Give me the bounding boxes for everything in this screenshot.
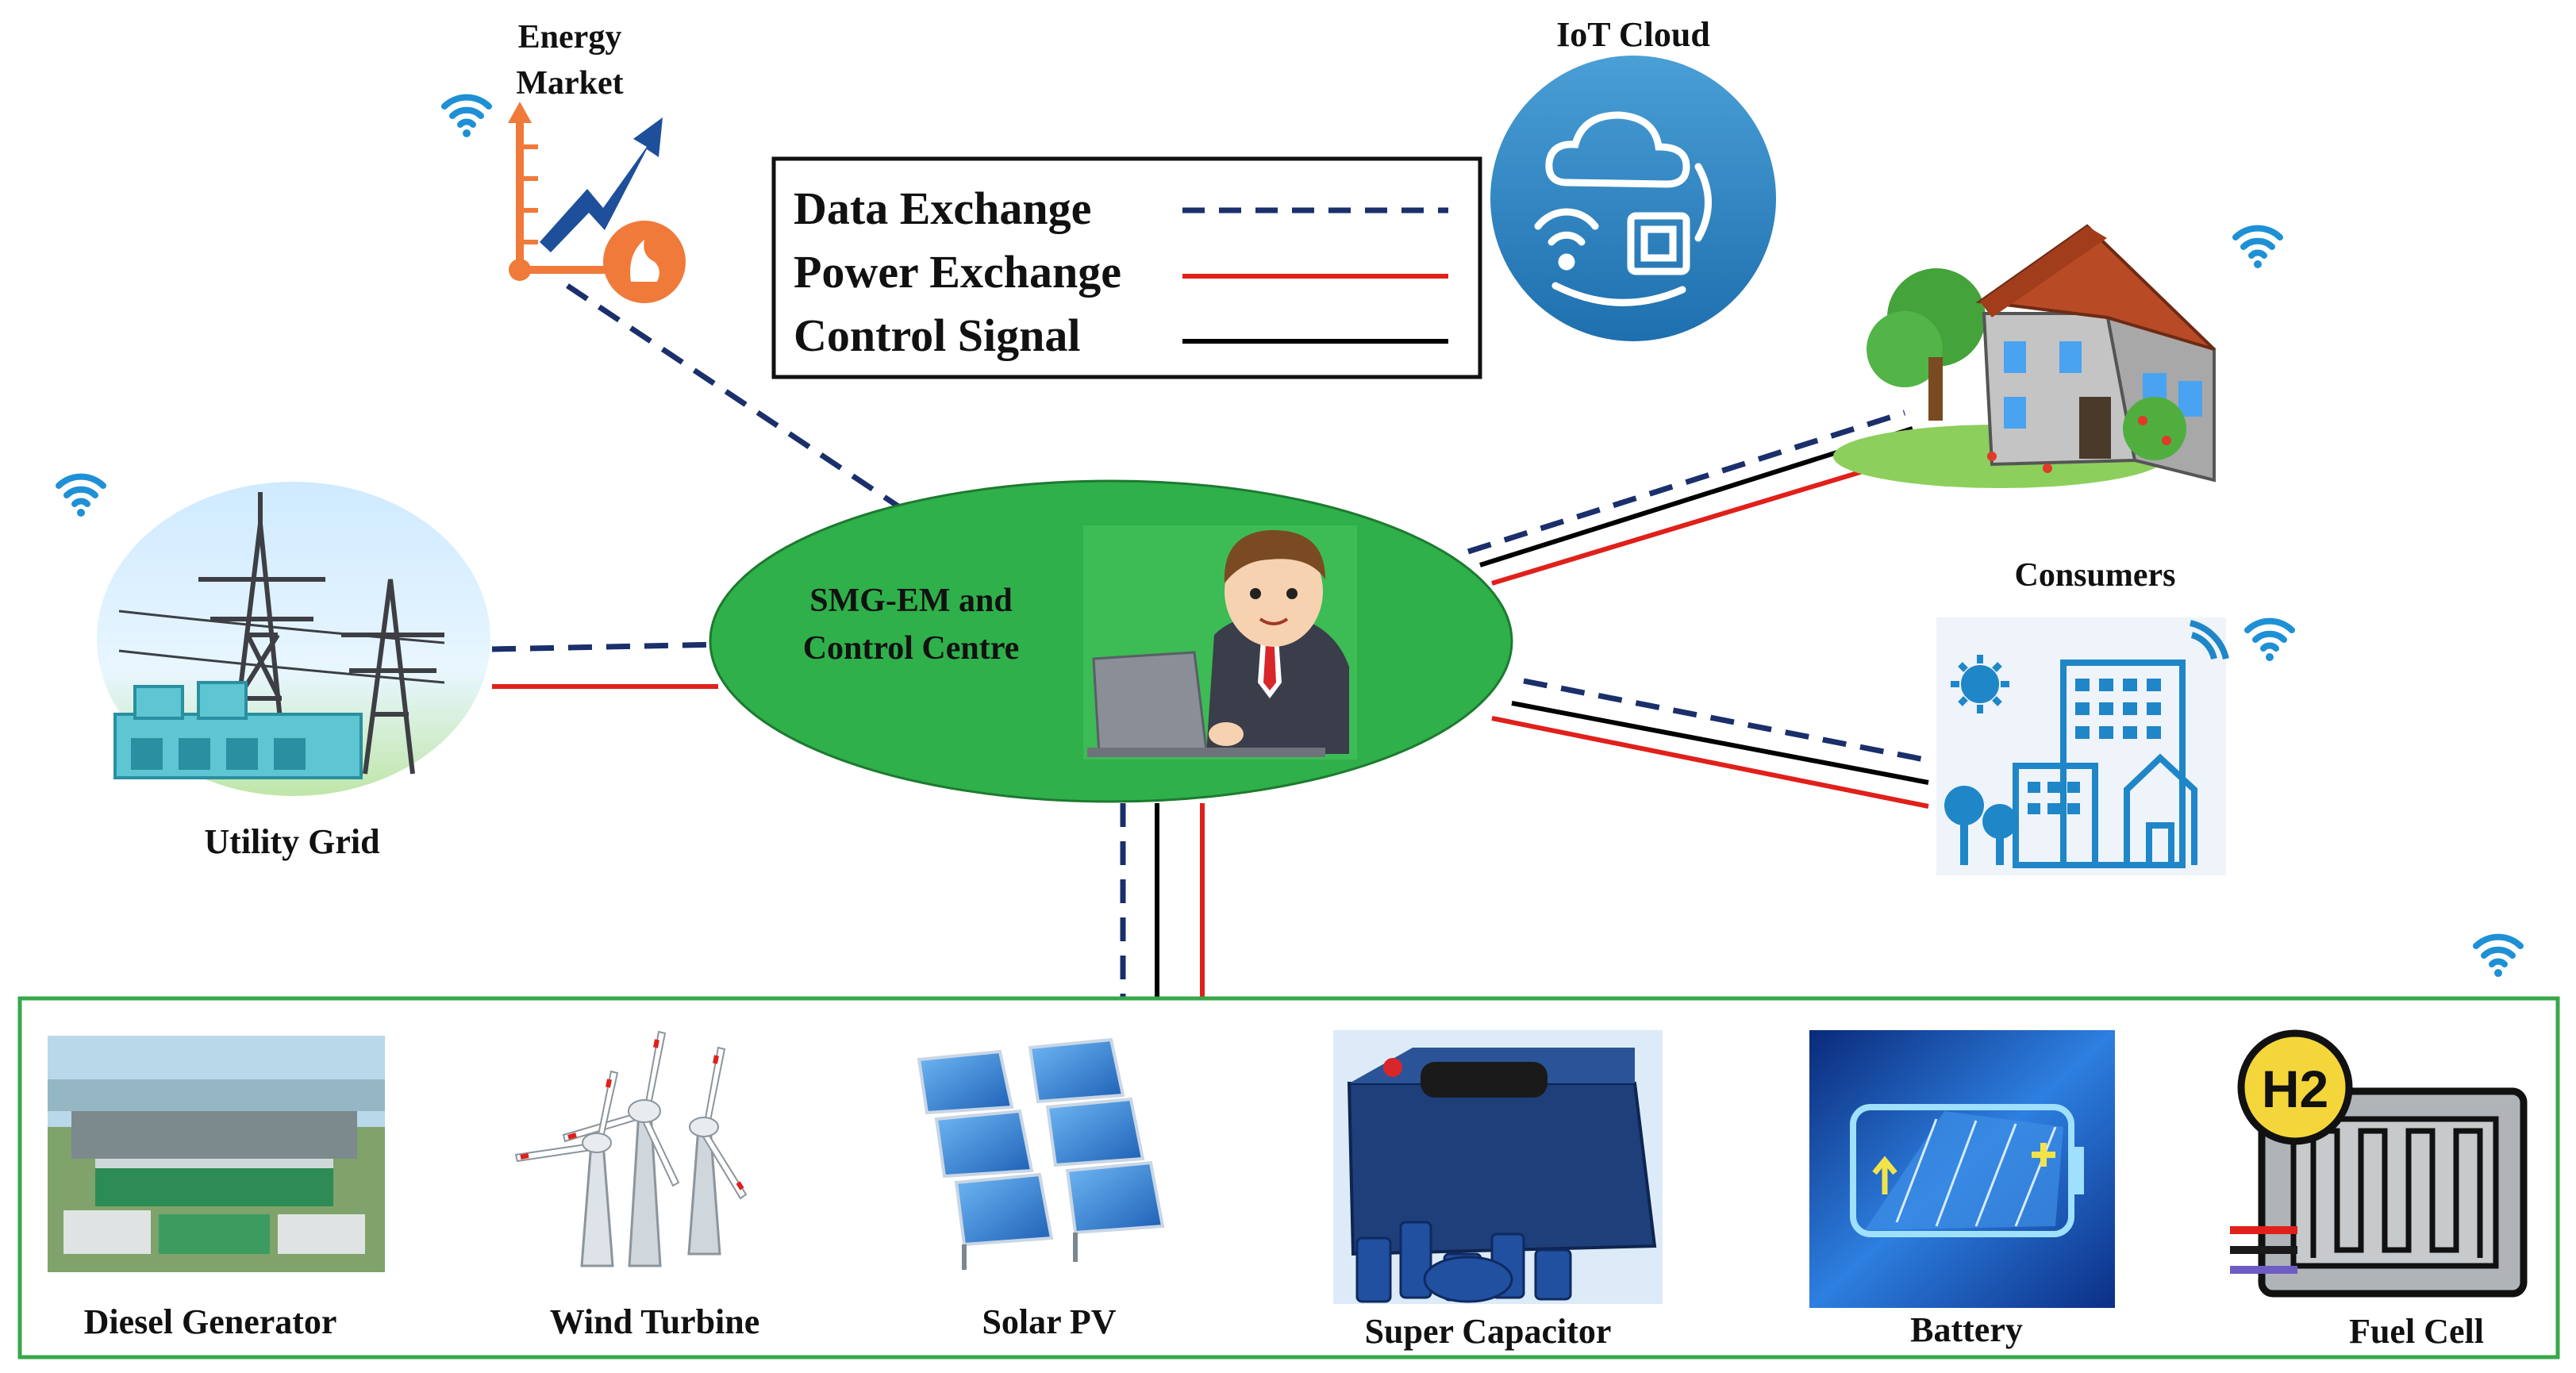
utility-grid-wifi-icon bbox=[59, 477, 103, 517]
iot-cloud-icon bbox=[1534, 111, 1712, 306]
utility-grid-data-link bbox=[491, 641, 719, 652]
building-control-link bbox=[1511, 701, 1929, 785]
energy-market-label-line2: Market bbox=[516, 65, 623, 102]
iot-cloud-label: IoT Cloud bbox=[1556, 15, 1710, 54]
house-icon bbox=[1833, 224, 2216, 488]
control-centre-label-line1: SMG-EM and bbox=[809, 583, 1013, 619]
building-power-link bbox=[1491, 716, 1929, 809]
solar-pv-icon bbox=[917, 1037, 1165, 1270]
fuel-cell-h2-badge: H2 bbox=[2262, 1060, 2328, 1118]
fuel-cell-label: Fuel Cell bbox=[2349, 1312, 2484, 1351]
building-wifi-icon bbox=[2247, 621, 2292, 661]
battery-icon bbox=[1809, 1030, 2115, 1308]
super-capacitor-item[interactable]: Super Capacitor bbox=[1333, 1030, 1663, 1351]
operator-icon bbox=[1083, 525, 1357, 760]
energy-market-wifi-icon bbox=[444, 98, 489, 137]
fuel-cell-icon: H2 bbox=[2230, 1029, 2528, 1298]
utility-grid-node[interactable]: Utility Grid bbox=[59, 477, 490, 861]
transmission-tower-icon bbox=[118, 492, 445, 775]
legend: Data Exchange Power Exchange Control Sig… bbox=[771, 156, 1482, 379]
energy-market-data-link bbox=[566, 283, 902, 510]
diesel-generator-label: Diesel Generator bbox=[84, 1302, 337, 1341]
diesel-generator-item[interactable]: Diesel Generator bbox=[48, 1036, 385, 1341]
energy-market-label-line1: Energy bbox=[518, 19, 622, 56]
super-capacitor-icon bbox=[1333, 1030, 1663, 1304]
building-data-link bbox=[1523, 678, 1929, 763]
utility-grid-label: Utility Grid bbox=[204, 822, 379, 861]
legend-label-data: Data Exchange bbox=[794, 183, 1091, 234]
wind-turbine-icon bbox=[514, 1030, 748, 1267]
consumers-label: Consumers bbox=[2014, 557, 2175, 594]
house-power-link bbox=[1491, 452, 1921, 586]
legend-label-control: Control Signal bbox=[794, 310, 1081, 361]
battery-label: Battery bbox=[1910, 1310, 2023, 1349]
diesel-generator-icon bbox=[48, 1036, 385, 1272]
consumers-node[interactable]: Consumers bbox=[1833, 224, 2292, 875]
sources-panel: Diesel Generator bbox=[17, 937, 2560, 1360]
fuel-cell-item[interactable]: H2 Fuel Cell bbox=[2230, 1029, 2528, 1351]
solar-pv-label: Solar PV bbox=[982, 1302, 1116, 1341]
control-centre-hub[interactable]: SMG-EM and Control Centre bbox=[709, 479, 1513, 803]
market-chart-icon bbox=[508, 102, 686, 303]
solar-pv-item[interactable]: Solar PV bbox=[917, 1037, 1165, 1341]
wind-turbine-item[interactable]: Wind Turbine bbox=[514, 1030, 760, 1341]
super-capacitor-label: Super Capacitor bbox=[1365, 1312, 1612, 1351]
wind-turbine-label: Wind Turbine bbox=[550, 1302, 760, 1341]
energy-market-node[interactable]: Energy Market bbox=[444, 19, 686, 303]
iot-cloud-node[interactable]: IoT Cloud bbox=[1490, 15, 1776, 341]
battery-item[interactable]: Battery bbox=[1809, 1030, 2115, 1349]
building-icon bbox=[1936, 617, 2229, 875]
sources-wifi-icon bbox=[2476, 937, 2520, 977]
legend-label-power: Power Exchange bbox=[794, 246, 1121, 298]
house-wifi-icon bbox=[2236, 229, 2280, 268]
control-centre-label-line2: Control Centre bbox=[803, 630, 1020, 667]
house-data-link bbox=[1467, 410, 1906, 555]
